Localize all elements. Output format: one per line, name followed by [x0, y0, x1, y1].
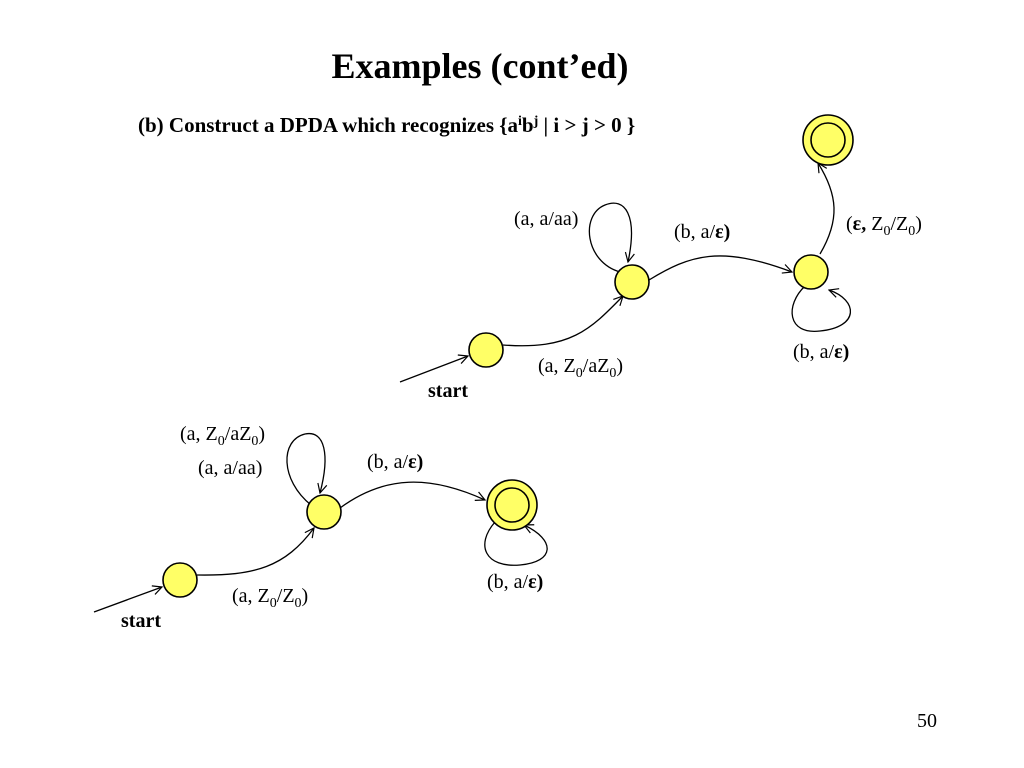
bottom-diagram: start (a, Z0/aZ0) (a, a/aa) (b, a/ε) (b,…	[93, 423, 548, 632]
label-part: (a, Z	[180, 423, 218, 445]
subscript: 0	[908, 224, 915, 239]
label-part: )	[258, 423, 265, 445]
label-part: )	[417, 451, 424, 473]
bottom-loop-q1-label-line2: (a, a/aa)	[198, 457, 262, 479]
top-start-label: start	[428, 380, 468, 402]
label-part: (b, a/	[674, 221, 716, 243]
subscript: 0	[295, 596, 302, 611]
bottom-loop-q2-label: (b, a/ε)	[487, 571, 543, 593]
top-edge-q2-q3-label: (ε, Z0/Z0)	[846, 213, 922, 239]
subscript: 0	[576, 366, 583, 381]
label-part: /Z	[890, 213, 908, 235]
top-loop-q1	[588, 202, 631, 273]
top-state-q3-accept-inner	[810, 122, 846, 158]
top-loop-q2	[791, 285, 852, 332]
bottom-state-q1	[306, 494, 342, 530]
subscript: 0	[609, 366, 616, 381]
top-loop-q2-label: (b, a/ε)	[793, 341, 849, 363]
top-state-q2	[793, 254, 829, 290]
label-part: /Z	[277, 585, 295, 607]
subtitle-sup-i: i	[518, 114, 522, 129]
top-diagram: start (a, a/aa) (b, a/ε) (ε, Z0/Z0) (b, …	[399, 114, 922, 402]
subscript: 0	[218, 434, 225, 449]
page-number: 50	[917, 710, 937, 732]
label-part: (a, Z	[232, 585, 270, 607]
top-edge-q2-q3	[818, 163, 835, 255]
bottom-edge-q0-q1-label: (a, Z0/Z0)	[232, 585, 308, 611]
epsilon-symbol: ε	[528, 571, 537, 593]
subtitle-sup-j: j	[533, 114, 539, 129]
epsilon-symbol: ε,	[853, 213, 867, 235]
subscript: 0	[883, 224, 890, 239]
bottom-loop-q2	[484, 521, 548, 566]
label-part: (	[846, 213, 853, 235]
bottom-edge-q0-q1	[196, 528, 314, 576]
top-edge-q0-q1	[502, 296, 623, 347]
bottom-state-q0	[162, 562, 198, 598]
top-start-arrow	[399, 356, 468, 383]
top-state-q1	[614, 264, 650, 300]
top-edge-q0-q1-label: (a, Z0/aZ0)	[538, 355, 623, 381]
bottom-state-q2-accept-inner	[494, 487, 530, 523]
label-part: /aZ	[583, 355, 610, 377]
label-part: )	[724, 221, 731, 243]
epsilon-symbol: ε	[408, 451, 417, 473]
slide-title: Examples (cont’ed)	[332, 46, 629, 86]
subscript: 0	[251, 434, 258, 449]
subscript: 0	[270, 596, 277, 611]
bottom-loop-q1-label-line1: (a, Z0/aZ0)	[180, 423, 265, 449]
slide-subtitle: (b) Construct a DPDA which recognizes {a…	[138, 113, 635, 137]
top-edge-q1-q2	[648, 255, 792, 281]
bottom-start-arrow	[93, 587, 162, 613]
label-part: (b, a/	[793, 341, 835, 363]
label-part: )	[537, 571, 544, 593]
bottom-edge-q1-q2	[339, 481, 485, 509]
label-part: )	[843, 341, 850, 363]
label-part: )	[616, 355, 623, 377]
subtitle-prefix: (b) Construct a DPDA which recognizes {a	[138, 113, 519, 137]
subtitle-b: b	[522, 113, 534, 137]
label-part: (b, a/	[487, 571, 529, 593]
epsilon-symbol: ε	[715, 221, 724, 243]
label-part: /aZ	[225, 423, 252, 445]
label-part: (a, Z	[538, 355, 576, 377]
bottom-edge-q1-q2-label: (b, a/ε)	[367, 451, 423, 473]
top-edge-q1-q2-label: (b, a/ε)	[674, 221, 730, 243]
bottom-loop-q1	[286, 433, 325, 506]
label-part: (b, a/	[367, 451, 409, 473]
label-part: )	[915, 213, 922, 235]
subtitle-suffix: | i > j > 0 }	[538, 113, 635, 137]
bottom-start-label: start	[121, 610, 161, 632]
label-part: )	[302, 585, 309, 607]
label-part: Z	[866, 213, 883, 235]
top-loop-q1-label: (a, a/aa)	[514, 208, 578, 230]
top-state-q0	[468, 332, 504, 368]
epsilon-symbol: ε	[834, 341, 843, 363]
